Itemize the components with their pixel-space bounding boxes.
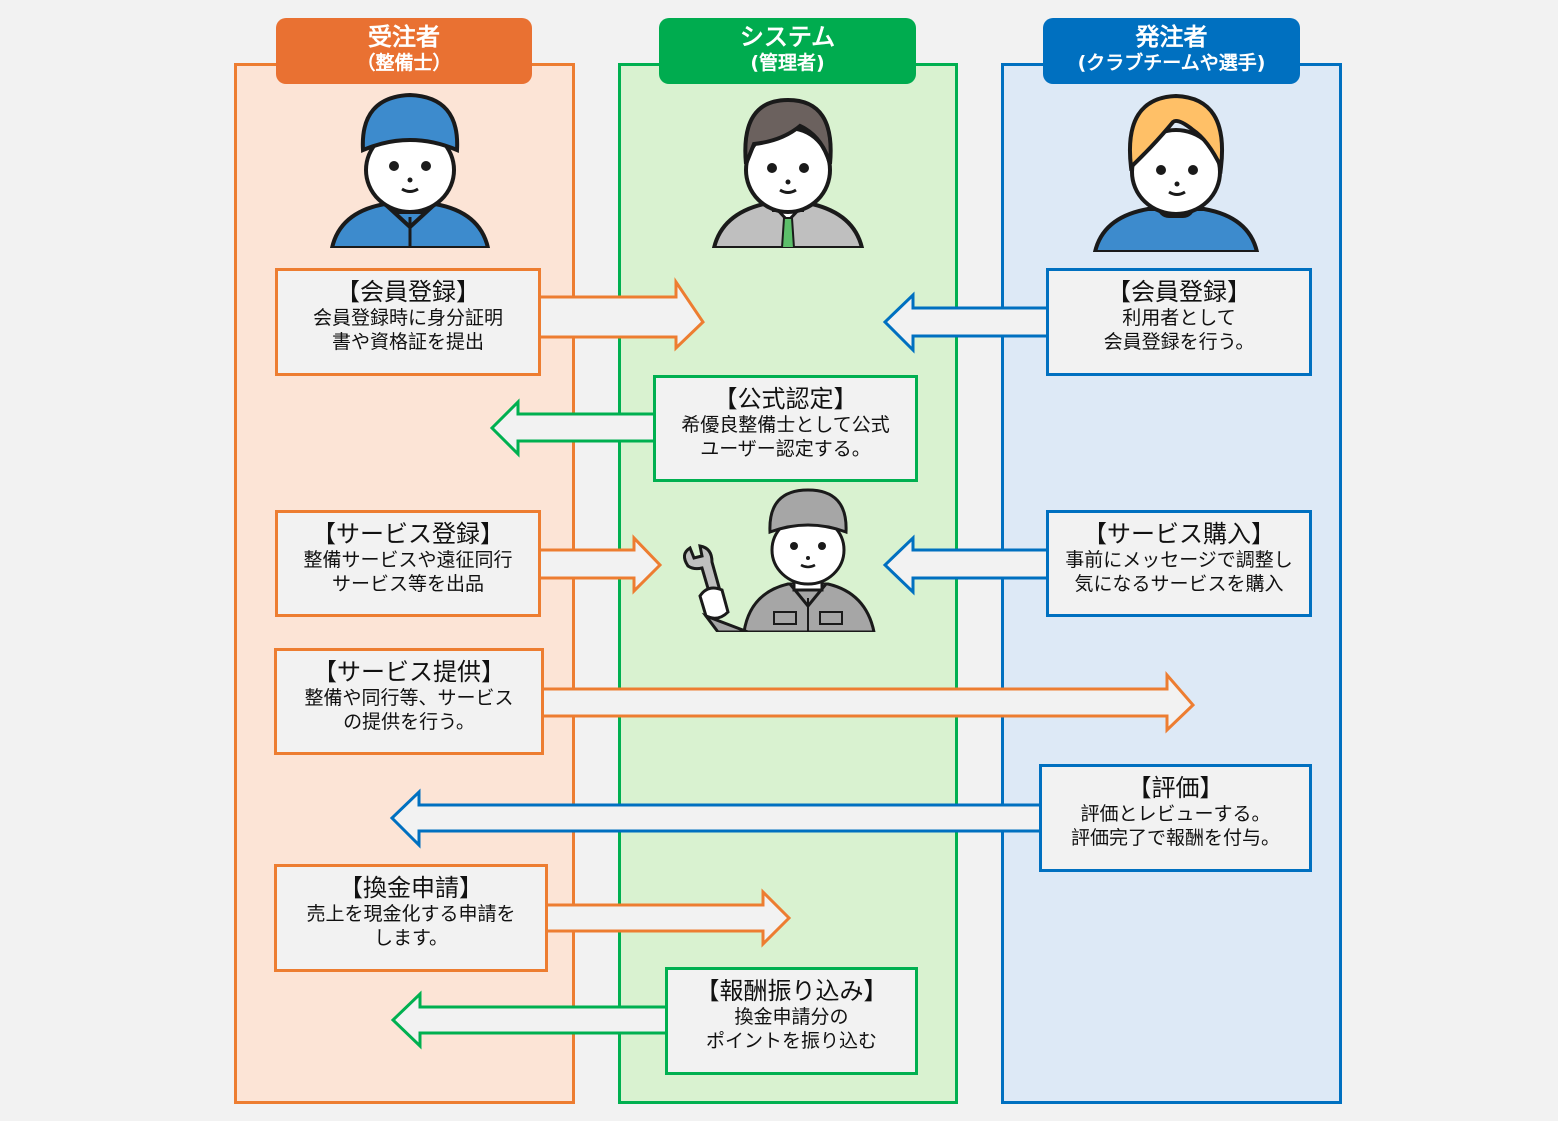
lane-title: 受注者 (368, 23, 440, 51)
lane-title: システム (739, 23, 836, 51)
step-title: 【サービス購入】 (1083, 520, 1275, 548)
arrow-contractor-register (518, 277, 705, 352)
step-line: 希優良整備士として公式 (681, 414, 890, 436)
step-line: ポイントを振り込む (705, 1029, 877, 1052)
step-title: 【換金申請】 (339, 874, 483, 902)
client-avatar-icon (1093, 93, 1259, 252)
step-line: します。 (373, 926, 449, 949)
lane-header-client: 発注者 (クラブチームや選手) (1043, 18, 1300, 84)
lane-subtitle: (クラブチームや選手) (1077, 51, 1266, 74)
step-line: 書や資格証を提出 (331, 330, 484, 353)
arrow-service-purchase (882, 534, 1062, 596)
mechanic-with-wrench-icon (683, 488, 876, 632)
step-line: の提供を行う。 (343, 710, 475, 733)
step-official-certification: 【公式認定】 希優良整備士として公式 ユーザー認定する。 (653, 375, 918, 482)
step-line: 換金申請分の (734, 1006, 849, 1028)
step-line: 整備や同行等、サービス (304, 687, 514, 709)
mechanic-cap-avatar-icon (330, 92, 490, 248)
arrow-review (389, 788, 1062, 849)
arrow-service-register (518, 534, 663, 595)
lane-header-system: システム (管理者) (659, 18, 916, 84)
step-title: 【サービス登録】 (312, 520, 504, 548)
step-contractor-register: 【会員登録】 会員登録時に身分証明 書や資格証を提出 (275, 268, 541, 376)
step-cash-request: 【換金申請】 売上を現金化する申請を します。 (274, 864, 548, 972)
step-line: 気になるサービスを購入 (1074, 572, 1284, 595)
lane-subtitle: (管理者) (750, 51, 825, 74)
step-title: 【評価】 (1127, 774, 1224, 802)
step-title: 【報酬振り込み】 (695, 977, 888, 1005)
step-service-provide: 【サービス提供】 整備や同行等、サービス の提供を行う。 (274, 648, 544, 755)
step-line: ユーザー認定する。 (700, 437, 871, 460)
arrow-official-certification (489, 398, 672, 458)
step-line: 評価とレビューする。 (1080, 803, 1271, 825)
step-line: 整備サービスや遠征同行 (303, 549, 513, 571)
step-title: 【サービス提供】 (313, 658, 505, 686)
step-line: 利用者として (1122, 307, 1236, 329)
lane-subtitle: （整備士） (356, 51, 452, 74)
step-line: 会員登録を行う。 (1103, 330, 1255, 353)
lane-header-contractor: 受注者 （整備士） (276, 18, 532, 84)
admin-suit-avatar-icon (712, 97, 864, 248)
step-service-register: 【サービス登録】 整備サービスや遠征同行 サービス等を出品 (275, 510, 541, 617)
arrow-cash-request (518, 888, 792, 948)
step-title: 【公式認定】 (713, 385, 858, 413)
step-line: 会員登録時に身分証明 (312, 307, 503, 329)
step-line: 事前にメッセージで調整し (1065, 549, 1293, 571)
step-line: サービス等を出品 (331, 572, 484, 595)
arrow-client-register (882, 291, 1062, 354)
step-title: 【会員登録】 (1107, 278, 1251, 306)
arrow-reward-transfer (390, 990, 682, 1050)
step-line: 売上を現金化する申請を (306, 903, 516, 925)
step-client-register: 【会員登録】 利用者として 会員登録を行う。 (1046, 268, 1312, 376)
step-review: 【評価】 評価とレビューする。 評価完了で報酬を付与。 (1039, 764, 1312, 872)
step-line: 評価完了で報酬を付与。 (1070, 826, 1280, 849)
step-reward-transfer: 【報酬振り込み】 換金申請分の ポイントを振り込む (665, 967, 918, 1075)
step-service-purchase: 【サービス購入】 事前にメッセージで調整し 気になるサービスを購入 (1046, 510, 1312, 617)
lane-title: 発注者 (1135, 23, 1208, 51)
step-title: 【会員登録】 (336, 278, 480, 306)
arrow-service-provide (518, 670, 1196, 734)
